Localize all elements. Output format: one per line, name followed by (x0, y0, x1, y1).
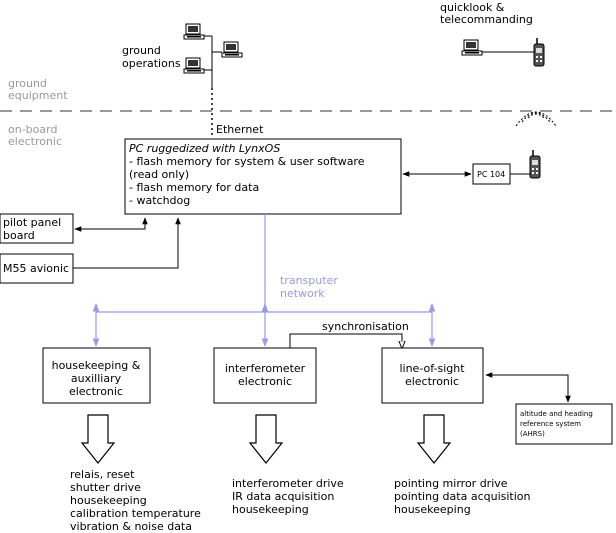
output-item: housekeeping (70, 494, 147, 507)
ground-radio-icon (533, 37, 545, 67)
transputer-label-1: transputer (280, 274, 338, 287)
housekeeping-label-1: housekeeping & (52, 359, 141, 372)
ground-computer-icon (183, 57, 205, 74)
pc-feature-1b: (read only) (129, 168, 189, 181)
onboard-label-2: electronic (8, 135, 62, 148)
pilot-panel-label-1: pilot panel (3, 216, 61, 229)
transputer-label-2: network (280, 287, 325, 300)
interferometer-box (213, 347, 317, 404)
line-of-sight-outputs: pointing mirror drive pointing data acqu… (394, 477, 531, 516)
output-item: pointing data acquisition (394, 490, 531, 503)
output-item: shutter drive (70, 481, 141, 494)
output-item: calibration temperature (70, 507, 201, 520)
onboard-radio-icon (529, 149, 541, 179)
pilot-panel-label-2: board (3, 229, 35, 242)
output-item: IR data acquisition (232, 490, 334, 503)
ground-computer-icon (221, 41, 243, 58)
m55-label: M55 avionic (3, 262, 69, 275)
m55-avionic-box (0, 253, 74, 284)
pc-feature-1: - flash memory for system & user softwar… (129, 155, 365, 168)
ethernet-label: Ethernet (216, 123, 264, 136)
ahrs-label-2: reference system (520, 420, 581, 428)
output-item: pointing mirror drive (394, 477, 508, 490)
pilot-panel-box (0, 213, 74, 244)
line-of-sight-label-2: electronic (405, 375, 459, 388)
m55-link (73, 217, 181, 269)
line-of-sight-label-1: line-of-sight (399, 362, 465, 375)
synchronisation-label: synchronisation (322, 320, 409, 333)
output-item: relais, reset (70, 468, 135, 481)
ground-computer-icon (183, 23, 205, 40)
synchronisation-link (289, 333, 402, 348)
output-arrow-icon (249, 414, 283, 464)
line-of-sight-box (381, 347, 484, 404)
antenna-wave-icon (515, 111, 557, 127)
ahrs-label-3: (AHRS) (520, 430, 545, 438)
pc-title: PC ruggedized with LynxOS (129, 142, 280, 155)
interferometer-label-2: electronic (238, 375, 292, 388)
pc-feature-2: - flash memory for data (129, 181, 259, 194)
output-item: housekeeping (394, 503, 471, 516)
pilot-panel-link (74, 217, 148, 232)
housekeeping-label-3: electronic (69, 385, 123, 398)
ground-equipment-label-2: equipment (8, 89, 68, 102)
quicklook-label-1: quicklook & (440, 1, 505, 14)
ahrs-box (515, 403, 613, 445)
pc104-label: PC 104 (477, 170, 505, 179)
housekeeping-outputs: relais, reset shutter drive housekeeping… (70, 468, 201, 533)
ground-ops-label-2: operations (122, 57, 181, 70)
output-item: housekeeping (232, 503, 309, 516)
output-arrow-icon (81, 414, 115, 464)
onboard-label-1: on-board (8, 123, 57, 136)
quicklook-label-2: telecommanding (440, 13, 533, 26)
interferometer-label-1: interferometer (225, 362, 306, 375)
output-item: vibration & noise data (70, 520, 192, 533)
housekeeping-box (42, 347, 151, 404)
quicklook-computer-icon (461, 39, 483, 56)
output-arrow-icon (417, 414, 451, 464)
ground-ops-label-1: ground (122, 44, 161, 57)
los-ahrs-link (485, 372, 571, 403)
ground-equipment-label-1: ground (8, 77, 47, 90)
interferometer-outputs: interferometer drive IR data acquisition… (232, 477, 344, 516)
output-item: interferometer drive (232, 477, 344, 490)
housekeeping-label-2: auxilliary (71, 372, 122, 385)
pc-ruggedized-box (124, 138, 402, 215)
ahrs-label-1: altitude and heading (520, 410, 593, 418)
pc-feature-3: - watchdog (129, 194, 190, 207)
